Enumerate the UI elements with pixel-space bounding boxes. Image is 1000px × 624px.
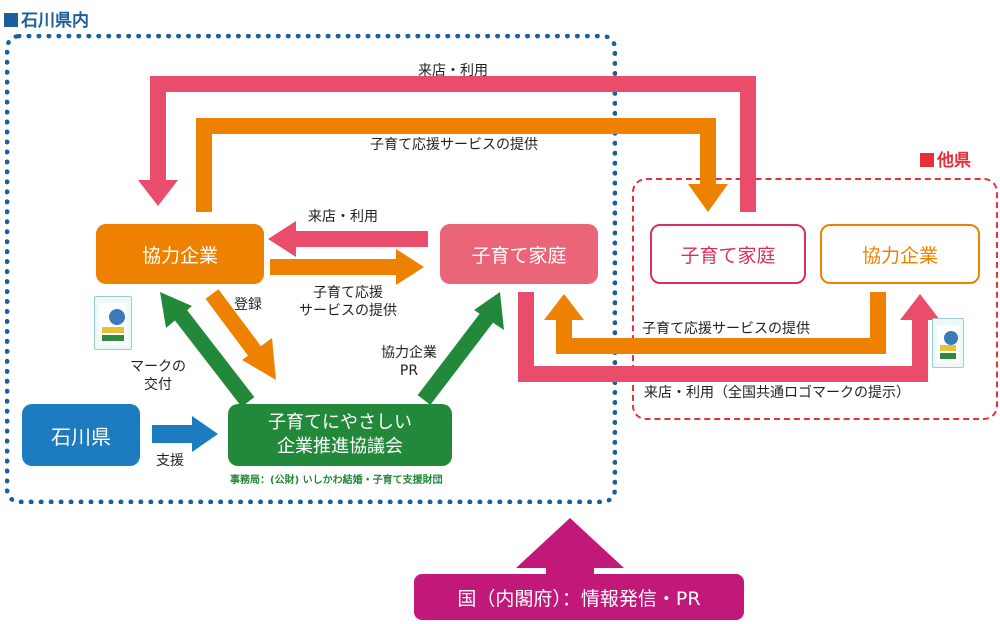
council-box: 子育てにやさしい 企業推進協議会 xyxy=(228,404,452,466)
ishikawa-prefecture-label: 石川県 xyxy=(51,424,111,449)
top-visit-label: 来店・利用 xyxy=(418,63,488,79)
other-service-label: 子育て応援サービスの提供 xyxy=(642,321,810,337)
other-kosodate-katei-label: 子育て家庭 xyxy=(680,244,776,267)
register-arrow-shaft xyxy=(205,289,263,358)
mark-arrowhead xyxy=(160,292,192,328)
mid-visit-arrowhead xyxy=(268,221,296,257)
mid-service-label-line2: サービスの提供 xyxy=(299,303,397,319)
pr-label: 協力企業 PR xyxy=(372,344,446,380)
council-label-line2: 企業推進協議会 xyxy=(277,436,403,457)
ishikawa-region-label: 石川県内 xyxy=(4,6,89,31)
mark-issuance-label-line2: 交付 xyxy=(144,377,172,393)
mid-service-arrowhead xyxy=(396,249,424,285)
mark-issuance-label-line1: マークの xyxy=(130,359,186,375)
national-logo-mark xyxy=(932,318,964,368)
other-visit-arrow xyxy=(518,292,928,382)
kuni-label: 国（内閣府）：情報発信・PR xyxy=(457,587,701,610)
pr-label-line1: 協力企業 xyxy=(381,345,437,361)
support-arrow-shaft xyxy=(152,425,196,443)
kuni-arrow xyxy=(516,518,624,574)
kyoryoku-kigyo-label: 協力企業 xyxy=(141,244,218,267)
support-arrowhead xyxy=(192,416,218,452)
mid-service-label: 子育て応援 サービスの提供 xyxy=(292,284,404,320)
other-visit-label: 来店・利用（全国共通ロゴマークの提示） xyxy=(644,385,910,401)
council-label-line1: 子育てにやさしい xyxy=(268,412,412,433)
other-kosodate-katei-box: 子育て家庭 xyxy=(650,224,806,284)
ishikawa-prefecture-box: 石川県 xyxy=(22,404,140,466)
ishikawa-region-text: 石川県内 xyxy=(21,11,89,31)
other-service-arrowhead xyxy=(544,294,584,320)
pr-label-line2: PR xyxy=(399,363,419,379)
top-service-arrow xyxy=(196,118,716,212)
secretariat-text: 事務局：(公財) いしかわ結婚・子育て支援財団 xyxy=(230,475,443,486)
other-pref-region-frame xyxy=(632,178,998,420)
mark-arrow-shaft xyxy=(173,309,255,407)
kosodate-katei-label: 子育て家庭 xyxy=(471,244,567,267)
other-kyoryoku-kigyo-box: 協力企業 xyxy=(820,224,980,284)
other-visit-arrowhead xyxy=(900,294,940,320)
mid-visit-label: 来店・利用 xyxy=(308,209,378,225)
top-visit-arrowhead xyxy=(138,180,178,206)
mark-issuance-label: マークの 交付 xyxy=(116,358,200,394)
mid-visit-arrow-shaft xyxy=(290,231,428,247)
pr-arrow-shaft xyxy=(417,311,495,405)
top-service-arrowhead xyxy=(688,184,728,212)
top-service-label: 子育て応援サービスの提供 xyxy=(370,137,538,153)
square-icon xyxy=(4,13,18,27)
pr-arrowhead xyxy=(474,292,504,330)
square-icon xyxy=(920,153,934,167)
other-pref-region-label: 他県 xyxy=(920,146,971,171)
kyoryoku-kigyo-box: 協力企業 xyxy=(96,224,264,284)
support-label: 支援 xyxy=(156,453,184,469)
kosodate-katei-box: 子育て家庭 xyxy=(440,224,598,284)
top-visit-arrow xyxy=(150,76,756,212)
ishikawa-region-frame xyxy=(5,34,617,504)
other-kyoryoku-kigyo-label: 協力企業 xyxy=(861,244,938,267)
mid-service-label-line1: 子育て応援 xyxy=(313,285,383,301)
kuni-box: 国（内閣府）：情報発信・PR xyxy=(414,574,744,620)
mid-service-arrow-shaft xyxy=(270,259,398,275)
other-service-arrow xyxy=(556,292,886,354)
other-pref-region-text: 他県 xyxy=(937,151,971,171)
register-arrowhead xyxy=(242,338,276,380)
prefecture-logo-mark xyxy=(94,296,132,350)
register-label: 登録 xyxy=(234,297,262,313)
